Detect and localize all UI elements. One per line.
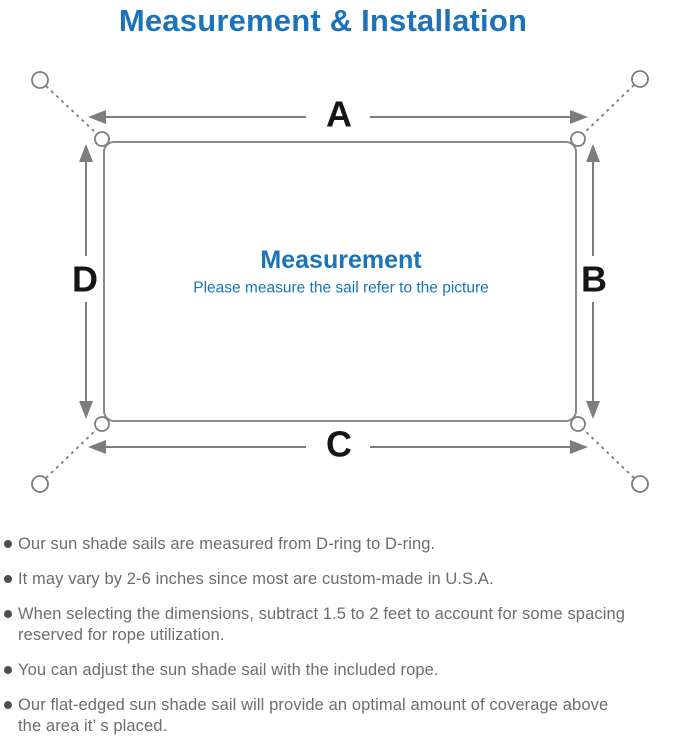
diagram-center-title: Measurement — [260, 246, 422, 274]
note-text: Our sun shade sails are measured from D-… — [18, 535, 436, 553]
list-item: It may vary by 2-6 inches since most are… — [4, 569, 675, 590]
list-item: Our flat-edged sun shade sail will provi… — [4, 695, 675, 737]
note-text: Our flat-edged sun shade sail will provi… — [18, 696, 609, 735]
dim-label-d: D — [72, 259, 98, 300]
note-text: When selecting the dimensions, subtract … — [18, 605, 626, 644]
diagram-center-subtitle: Please measure the sail refer to the pic… — [193, 280, 489, 297]
list-item: Our sun shade sails are measured from D-… — [4, 534, 675, 555]
list-item: You can adjust the sun shade sail with t… — [4, 660, 675, 681]
bullet-dot — [4, 540, 12, 548]
dim-label-a: A — [326, 94, 352, 135]
d-ring-top-left — [94, 131, 110, 147]
anchor-ring-bottom-left — [31, 475, 49, 493]
d-ring-bottom-left — [94, 416, 110, 432]
bullet-dot — [4, 575, 12, 583]
dimension-line-a — [88, 110, 588, 124]
page-title: Measurement & Installation — [118, 3, 528, 38]
dim-label-b: B — [581, 259, 607, 300]
list-item: When selecting the dimensions, subtract … — [4, 604, 675, 646]
note-text: It may vary by 2-6 inches since most are… — [18, 570, 494, 588]
anchor-ring-bottom-right — [631, 475, 649, 493]
measurement-diagram: A B C D Measurement Please measure the s… — [31, 70, 649, 493]
note-text: You can adjust the sun shade sail with t… — [18, 661, 439, 679]
notes-list: Our sun shade sails are measured from D-… — [4, 534, 675, 751]
rope-line-top-left — [45, 85, 98, 135]
rope-line-bottom-right — [582, 428, 635, 479]
dim-label-c: C — [326, 424, 352, 465]
dimension-line-b — [586, 144, 600, 419]
d-ring-bottom-right — [570, 416, 586, 432]
bullet-dot — [4, 666, 12, 674]
rope-line-top-right — [582, 84, 635, 135]
sail-outline — [103, 141, 577, 422]
bullet-dot — [4, 701, 12, 709]
dimension-line-c — [88, 440, 588, 454]
rope-line-bottom-left — [45, 428, 98, 479]
d-ring-top-right — [570, 131, 586, 147]
anchor-ring-top-left — [31, 71, 49, 89]
bullet-dot — [4, 610, 12, 618]
anchor-ring-top-right — [631, 70, 649, 88]
dimension-line-d — [79, 144, 93, 419]
